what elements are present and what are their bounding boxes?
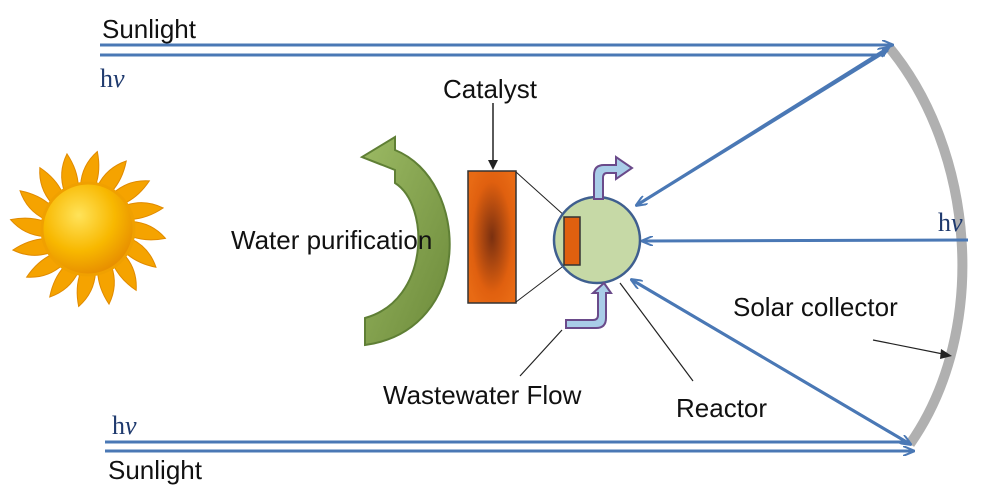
sun-ray	[49, 265, 79, 298]
solar-collector-mirror	[884, 42, 968, 447]
catalyst-leader-head	[488, 160, 498, 170]
wastewater-leader	[519, 329, 563, 377]
catalyst-block	[467, 170, 517, 304]
sun-ray	[124, 238, 157, 268]
hv-top-left-label: hν	[100, 64, 125, 93]
sun-icon	[9, 150, 167, 308]
collector-leader-head	[940, 349, 952, 359]
sunlight-top-label: Sunlight	[102, 14, 197, 44]
flow-in-arrow-icon	[565, 281, 613, 329]
sun-ray	[76, 271, 96, 308]
reactor-catalyst-insert	[563, 216, 581, 266]
sun-ray	[9, 217, 46, 237]
sun-ray	[97, 265, 115, 306]
reactor-leader	[619, 282, 694, 382]
zoom-line-top	[515, 171, 567, 218]
sunlight-bottom-label: Sunlight	[108, 455, 203, 485]
hv-bottom-left-label: hν	[112, 411, 137, 440]
catalyst-label: Catalyst	[443, 74, 538, 104]
solar-collector-label: Solar collector	[733, 292, 898, 322]
reflected-ray-mid	[643, 240, 969, 241]
zoom-line-bottom	[515, 263, 567, 303]
sun-ray	[130, 221, 167, 241]
water-purification-label: Water purification	[231, 225, 432, 255]
sun-ray	[61, 152, 79, 193]
sun-ray	[19, 190, 52, 220]
sun-ray	[11, 238, 52, 256]
hv-right-label: hν	[938, 208, 963, 237]
reflected-ray-bottom-in	[631, 278, 910, 444]
sun-ray	[124, 202, 165, 220]
sun-ray	[97, 160, 127, 193]
collector-leader	[872, 339, 949, 356]
purification-arrow-icon	[359, 135, 451, 347]
reflected-ray-top-in	[636, 48, 888, 207]
wastewater-flow-label: Wastewater Flow	[383, 380, 582, 410]
sun-ray	[80, 150, 100, 187]
reactor-label: Reactor	[676, 393, 767, 423]
flow-out-arrow-icon	[593, 155, 634, 200]
